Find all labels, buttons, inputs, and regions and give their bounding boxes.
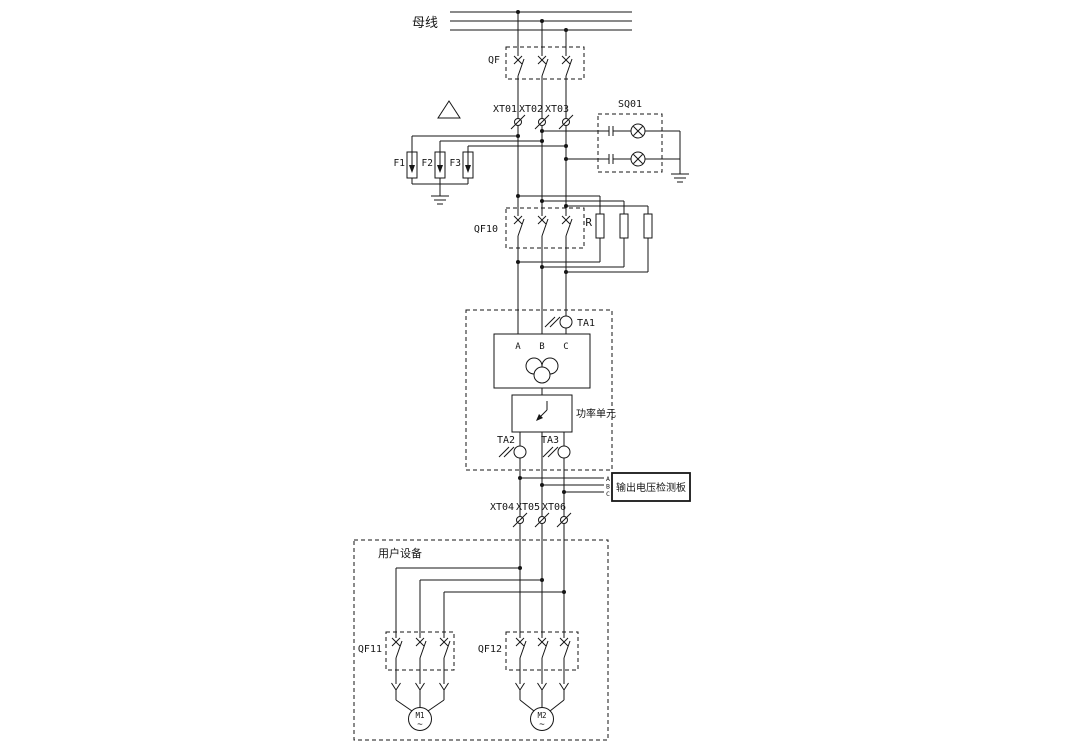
user-equipment-box: 用户设备 <box>353 539 609 741</box>
r-label: R <box>585 216 592 229</box>
lamp-icon <box>630 123 646 139</box>
breaker-pole-icon <box>391 633 403 663</box>
breaker-pole-icon <box>561 51 573 81</box>
ta3-label: TA3 <box>541 435 559 446</box>
plug-arrow-icon <box>559 682 569 691</box>
motor-m2-icon <box>530 707 554 731</box>
terminals-xt04-06: XT04 XT05 XT06 <box>490 502 572 528</box>
qf12-label: QF12 <box>478 644 502 655</box>
resistor-branch: R <box>516 194 653 274</box>
sq01-box: SQ01 <box>540 99 690 183</box>
motor-m2-branch: M2 ~ <box>515 662 569 731</box>
ct-icon <box>542 445 571 459</box>
resistor-icon <box>643 213 653 239</box>
busbar: 母线 <box>412 10 632 32</box>
motor-m1-branch: M1 ~ <box>391 662 449 731</box>
plug-arrow-icon <box>415 682 425 691</box>
power-unit-label: 功率单元 <box>576 407 616 420</box>
plug-arrow-icon <box>537 682 547 691</box>
qf-label: QF <box>488 55 500 66</box>
resistor-icon <box>595 213 605 239</box>
plug-arrow-icon <box>391 682 401 691</box>
breaker-qf11: QF11 <box>358 631 455 671</box>
xt03-label: XT03 <box>545 104 569 115</box>
transformer: A B C <box>493 333 591 395</box>
xt02-label: XT02 <box>519 104 543 115</box>
phase-a-label: A <box>515 342 521 352</box>
breaker-pole-icon <box>537 633 549 663</box>
breaker-pole-icon <box>561 211 573 241</box>
board-label: 输出电压检测板 <box>616 481 686 494</box>
m1-label: M1 <box>415 711 424 720</box>
board-b-label: B <box>606 483 610 491</box>
xt04-label: XT04 <box>490 502 514 513</box>
delta-triangle-icon <box>437 100 461 119</box>
output-cts: TA2 TA3 <box>497 432 571 517</box>
motor-m1-icon <box>408 707 432 731</box>
phase-b-label: B <box>539 342 544 352</box>
ct-ta1: TA1 <box>544 315 595 329</box>
resistor-icon <box>619 213 629 239</box>
ct-icon <box>498 445 527 459</box>
xt06-label: XT06 <box>542 502 566 513</box>
arrester-branch: F1 F2 F3 <box>394 100 568 205</box>
breaker-pole-icon <box>537 51 549 81</box>
arrester-f1-icon <box>406 145 418 185</box>
ground-icon <box>670 165 690 183</box>
ta2-label: TA2 <box>497 435 515 446</box>
sq01-label: SQ01 <box>618 99 642 110</box>
plug-arrow-icon <box>515 682 525 691</box>
breaker-pole-icon <box>559 633 571 663</box>
m2-ac-label: ~ <box>539 720 545 730</box>
converter-enclosure <box>465 309 613 471</box>
ta1-label: TA1 <box>577 318 595 329</box>
xt01-label: XT01 <box>493 104 517 115</box>
lamp-icon <box>630 151 646 167</box>
breaker-pole-icon <box>513 51 525 81</box>
plug-arrow-icon <box>439 682 449 691</box>
m2-label: M2 <box>537 711 546 720</box>
qf11-label: QF11 <box>358 644 382 655</box>
m1-ac-label: ~ <box>417 720 423 730</box>
breaker-qf12: QF12 <box>478 631 579 671</box>
ground-icon <box>430 187 450 205</box>
contact-icon <box>608 125 614 137</box>
arrester-f2-icon <box>434 145 446 185</box>
breaker-pole-icon <box>513 211 525 241</box>
arrester-f3-icon <box>462 145 474 185</box>
f3-label: F3 <box>450 158 461 169</box>
f1-label: F1 <box>394 158 406 169</box>
breaker-pole-icon <box>439 633 451 663</box>
ct-icon <box>544 315 573 329</box>
breaker-pole-icon <box>415 633 427 663</box>
f2-label: F2 <box>422 158 433 169</box>
breaker-pole-icon <box>515 633 527 663</box>
board-a-label: A <box>606 475 610 483</box>
xt05-label: XT05 <box>516 502 540 513</box>
breaker-pole-icon <box>537 211 549 241</box>
power-unit: 功率单元 <box>511 394 616 433</box>
busbar-label: 母线 <box>412 16 438 31</box>
contact-icon <box>608 153 614 165</box>
user-box-routing <box>395 523 566 634</box>
output-voltage-board: A B C 输出电压检测板 <box>518 472 691 502</box>
breaker-qf: QF <box>488 46 585 119</box>
board-c-label: C <box>606 490 610 498</box>
phase-c-label: C <box>563 342 568 352</box>
qf10-label: QF10 <box>474 224 498 235</box>
feeder-drops <box>517 12 567 52</box>
igbt-arrow-icon <box>536 414 543 421</box>
user-equipment-label: 用户设备 <box>378 546 422 560</box>
